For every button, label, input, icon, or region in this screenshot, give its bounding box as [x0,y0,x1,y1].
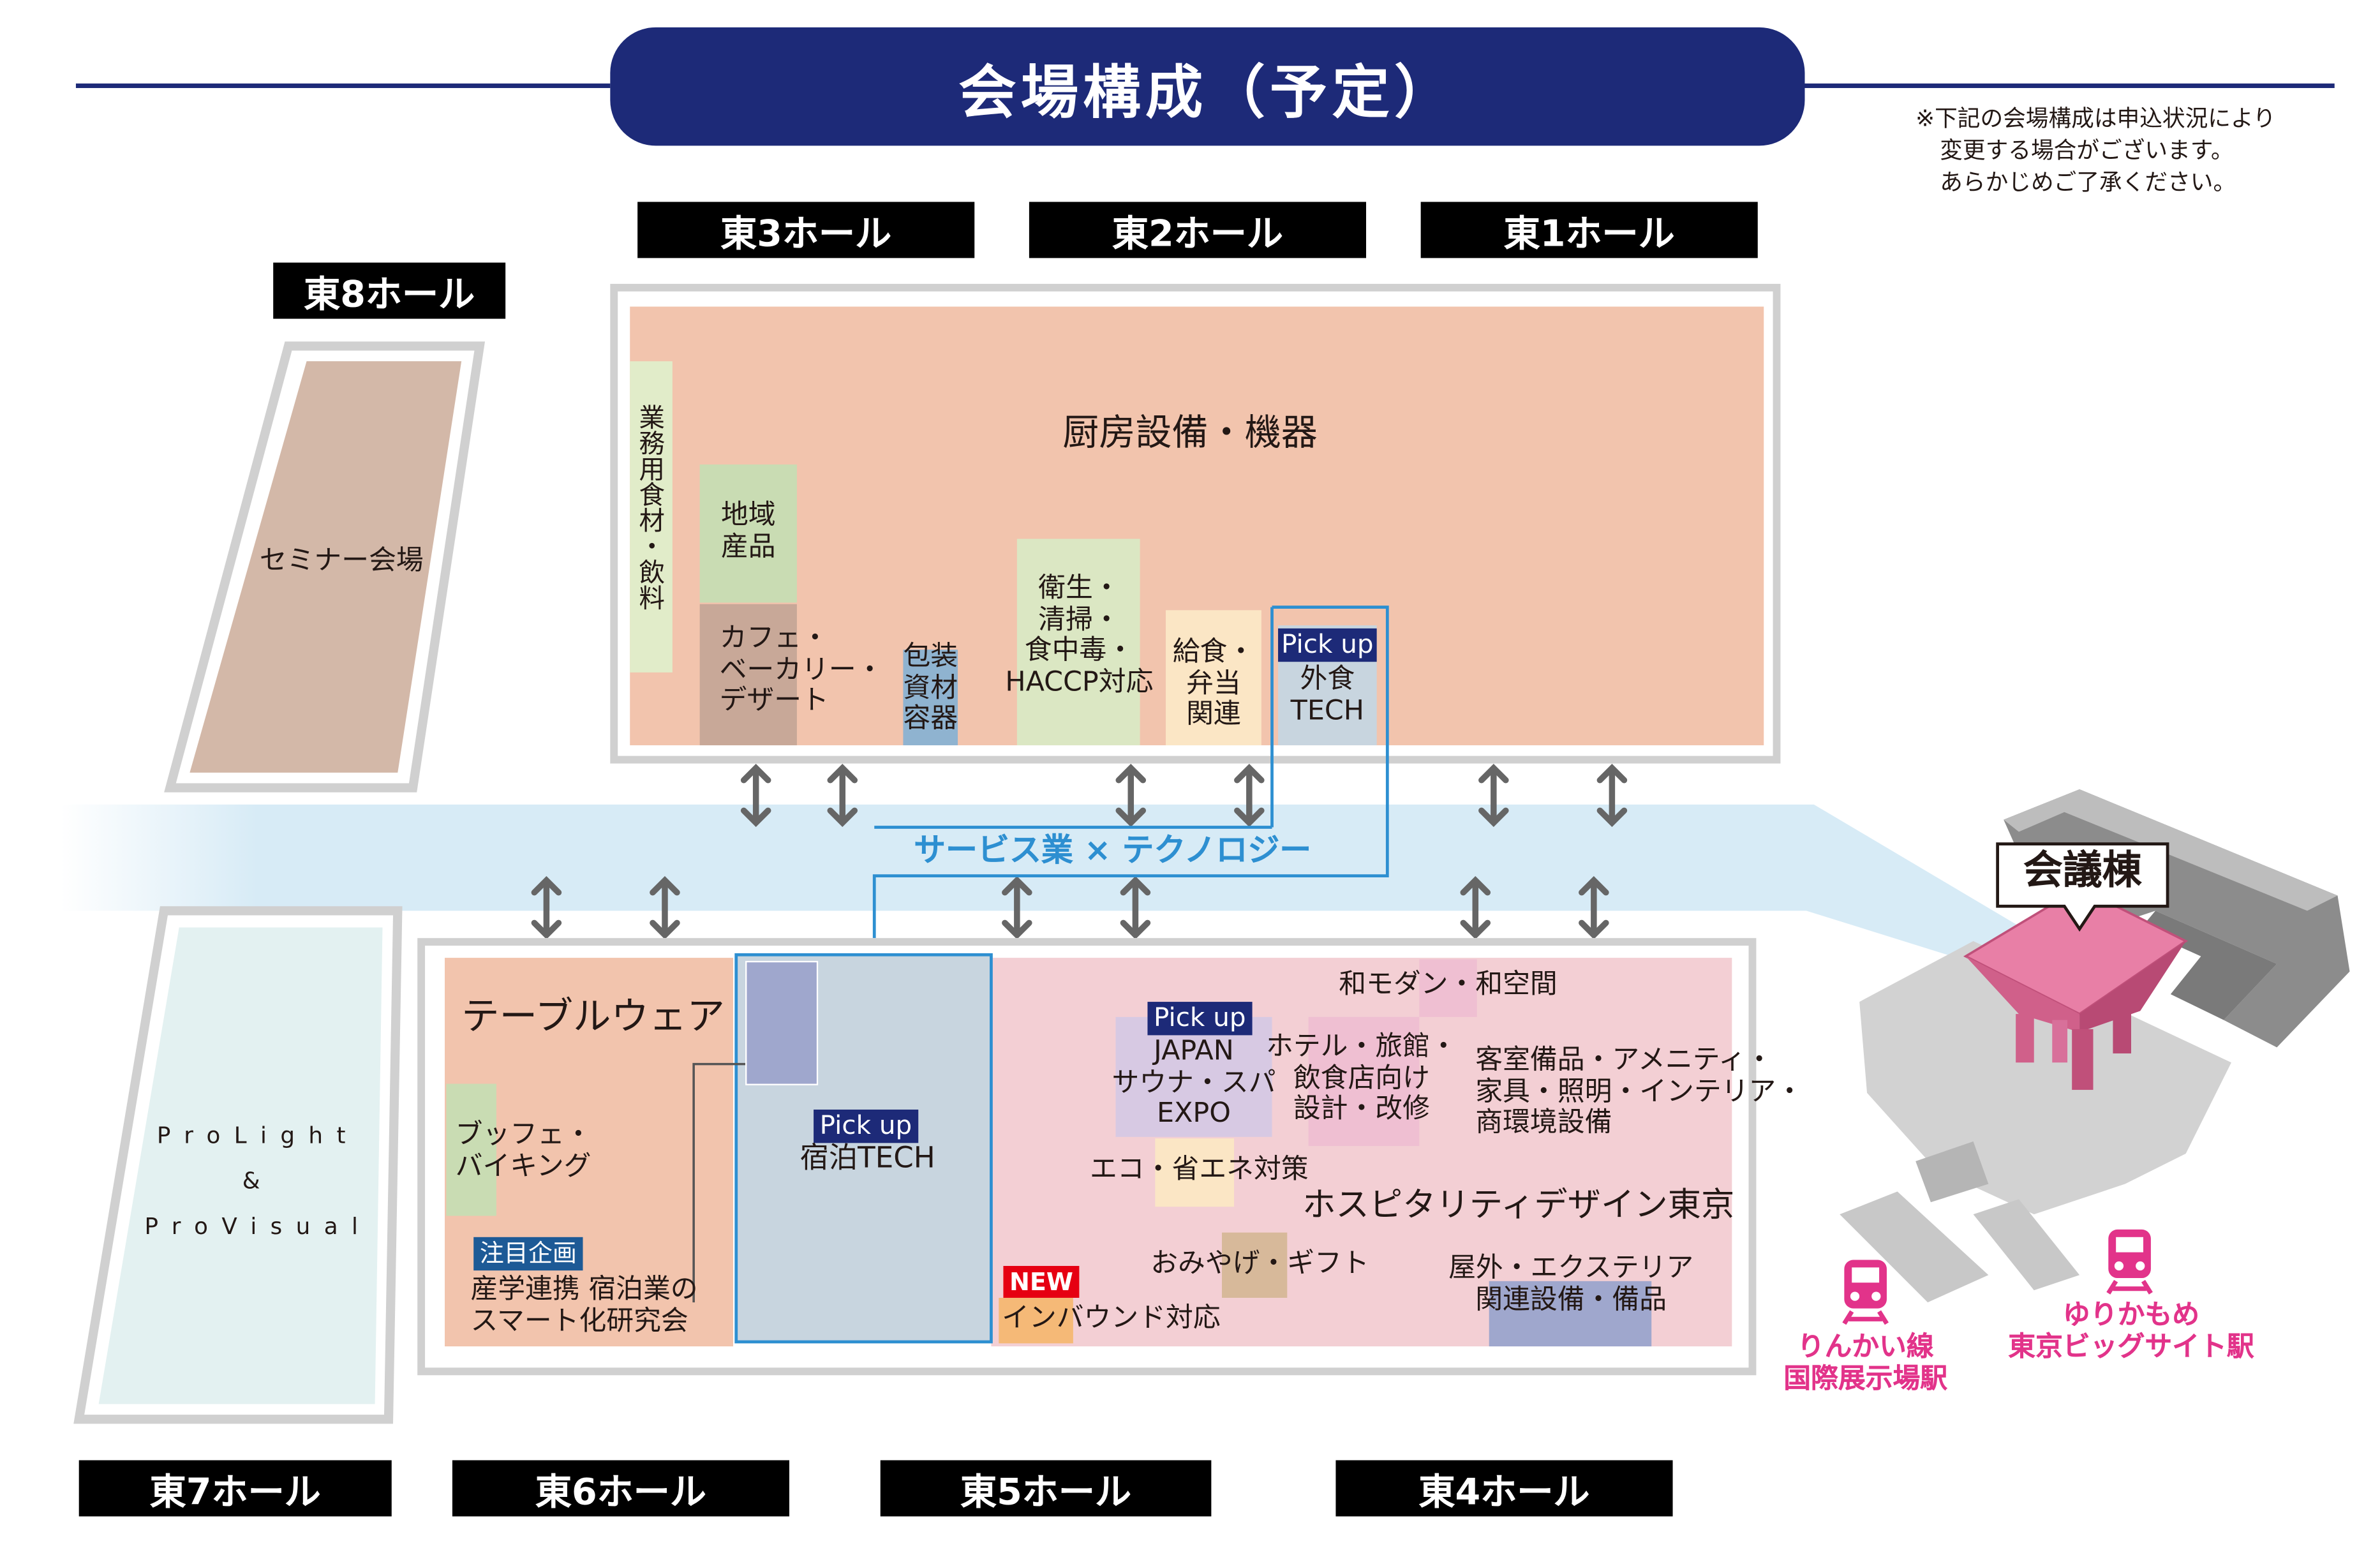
hall-label-east8: 東8ホール [273,262,506,319]
rinkai-station-label: りんかい線国際展示場駅 [1783,1331,1948,1395]
hall-label-east6: 東6ホール [452,1460,790,1517]
seminar-area [190,361,462,773]
buffet-label: ブッフェ・バイキング [455,1119,592,1182]
tower-shade-right [2079,941,2186,1032]
lodging-label: 宿泊TECH [800,1141,935,1175]
tower-leg-1 [2016,1014,2034,1063]
title-line-right [1803,83,2335,88]
kitchen-label: 厨房設備・機器 [1062,411,1318,454]
hygiene-label: 衛生・清掃・ 食中毒・HACCP対応 [1005,572,1154,699]
building-ring-top [2004,789,2338,911]
lodging-sub-area [745,960,819,1085]
eco-area [1155,1138,1235,1207]
walkway-2 [1973,1199,2080,1291]
hall-label-east3: 東3ホール [637,202,975,258]
tower-leg-3 [2113,1008,2131,1053]
souvenir-label: おみやげ・ギフト [1150,1247,1369,1280]
sauna-area [1115,1016,1272,1137]
hotel-label: ホテル・旅館・飲食店向け設計・改修 [1266,1030,1457,1126]
prolight-label: ProLight & ProVisual [144,1122,372,1240]
foodtech-pickup-badge: Pick up [1278,628,1377,662]
inbound-area [999,1297,1073,1344]
page-title: 会場構成（予定） [958,58,1457,126]
food-label: 業務用食材・飲料 [633,403,664,611]
conference-callout [1996,842,2169,932]
region-label: 地域産品 [720,499,776,563]
conference-label: 会議棟 [2023,848,2142,895]
hall-label-east7: 東7ホール [78,1460,392,1517]
outdoor-label: 屋外・エクステリア関連設備・備品 [1448,1252,1694,1316]
wamodern-label: 和モダン・和空間 [1339,968,1558,1000]
buffet-area [446,1083,496,1216]
wamodern-area [1419,959,1477,1017]
hall-label-east2: 東2ホール [1029,202,1367,258]
catering-label: 給食・弁当関連 [1172,636,1255,731]
lodging-pickup-badge: Pick up [814,1109,918,1143]
packaging-label: 包装資材容器 [903,640,958,736]
outdoor-area [1489,1281,1652,1347]
tower-top [1963,886,2189,1016]
notice-text: ※下記の会場構成は申込状況により 変更する場合がございます。 あらかじめご了承く… [1915,105,2276,196]
hall-label-east5: 東5ホール [880,1460,1212,1517]
sauna-pickup-badge: Pick up [1147,1002,1253,1036]
building-base [1859,941,2231,1215]
featured-badge: 注目企画 [473,1237,583,1271]
hall-label-east1: 東1ホール [1420,202,1758,258]
hall-label-east4: 東4ホール [1335,1460,1673,1517]
yurikamome-station-label: ゆりかもめ東京ビッグサイト駅 [2008,1299,2254,1363]
guestroom-label: 客室備品・アメニティ・家具・照明・インテリア・商環境設備 [1475,1044,1804,1140]
souvenir-area [1222,1232,1288,1298]
walkway-3 [1915,1141,1989,1203]
hotel-area [1308,1016,1420,1147]
region-area [699,464,797,603]
tableware-label: テーブルウェア [461,994,725,1039]
tower-leg-2 [2072,1029,2094,1090]
food-area [630,361,673,673]
tower-shade-left [1965,956,2080,1032]
title-line-left [75,83,611,88]
tower-leg-4 [2052,1020,2068,1063]
new-badge: NEW [1003,1266,1080,1298]
train-icon [1842,1260,1889,1325]
cafe-label: カフェ・ベーカリー・デザート [719,622,884,717]
eco-label: エコ・省エネ対策 [1090,1153,1309,1186]
walkway-1 [1840,1191,1989,1303]
seminar-label: セミナー会場 [259,545,424,577]
title-banner: 会場構成（予定） [610,27,1805,146]
inbound-label: インバウンド対応 [1002,1302,1221,1335]
lodging-leader-line [692,1062,746,1303]
hospitality-label: ホスピタリティデザイン東京 [1302,1187,1735,1225]
train-icon [2106,1229,2153,1295]
prolight-area [98,927,383,1404]
featured-label: 産学連携 宿泊業のスマート化研究会 [470,1273,698,1337]
corridor-label: サービス業 × テクノロジー [914,831,1312,868]
